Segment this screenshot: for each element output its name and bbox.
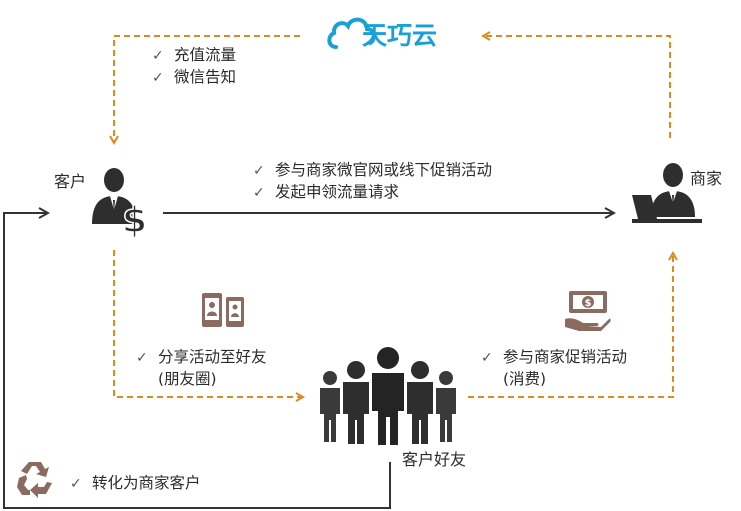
customer-to-friends-connector (113, 250, 302, 397)
check-icon: ✓ (253, 163, 265, 179)
friends-to-merchant-notes: ✓参与商家促销活动 (消费) (481, 348, 628, 388)
note-item: ✓参与商家微官网或线下促销活动 (253, 160, 492, 182)
brand-name: 天巧云 (362, 21, 438, 50)
merchant-label: 商家 (690, 169, 723, 188)
customer-to-friends-notes: ✓分享活动至好友 (朋友圈) (136, 348, 267, 388)
recycle-icon (17, 462, 52, 498)
customer-label: 客户 (54, 172, 87, 191)
brand-logo: 天巧云 (326, 10, 486, 56)
cloud-to-customer-notes: ✓充值流量 ✓微信告知 (152, 45, 236, 89)
friends-to-customer-connector (3, 213, 391, 509)
check-icon: ✓ (70, 476, 82, 492)
merchant-to-cloud-connector (484, 36, 671, 138)
check-icon: ✓ (152, 70, 164, 86)
svg-text:$: $ (585, 298, 592, 309)
check-icon: ✓ (152, 48, 164, 64)
friends-to-customer-note: ✓转化为商家客户 (70, 473, 201, 495)
note-item: ✓充值流量 (152, 45, 236, 67)
share-to-phones-icon (202, 293, 244, 327)
customer-to-merchant-notes: ✓参与商家微官网或线下促销活动 ✓发起申领流量请求 (253, 160, 492, 204)
check-icon: ✓ (253, 185, 265, 201)
friends-to-merchant-connector (468, 254, 673, 398)
svg-text:$: $ (122, 200, 147, 241)
customer-with-dollar-icon: $ (92, 168, 148, 242)
group-of-people-icon (320, 347, 456, 445)
cloud-icon (327, 17, 376, 49)
check-icon: ✓ (136, 350, 148, 366)
hand-with-money-icon: $ (565, 291, 611, 331)
note-item: ✓发起申领流量请求 (253, 182, 492, 204)
check-icon: ✓ (481, 350, 493, 366)
cloud-to-customer-connector (114, 35, 300, 142)
friends-label: 客户好友 (402, 450, 467, 469)
merchant-at-laptop-icon (632, 163, 702, 223)
note-item: ✓微信告知 (152, 67, 236, 89)
